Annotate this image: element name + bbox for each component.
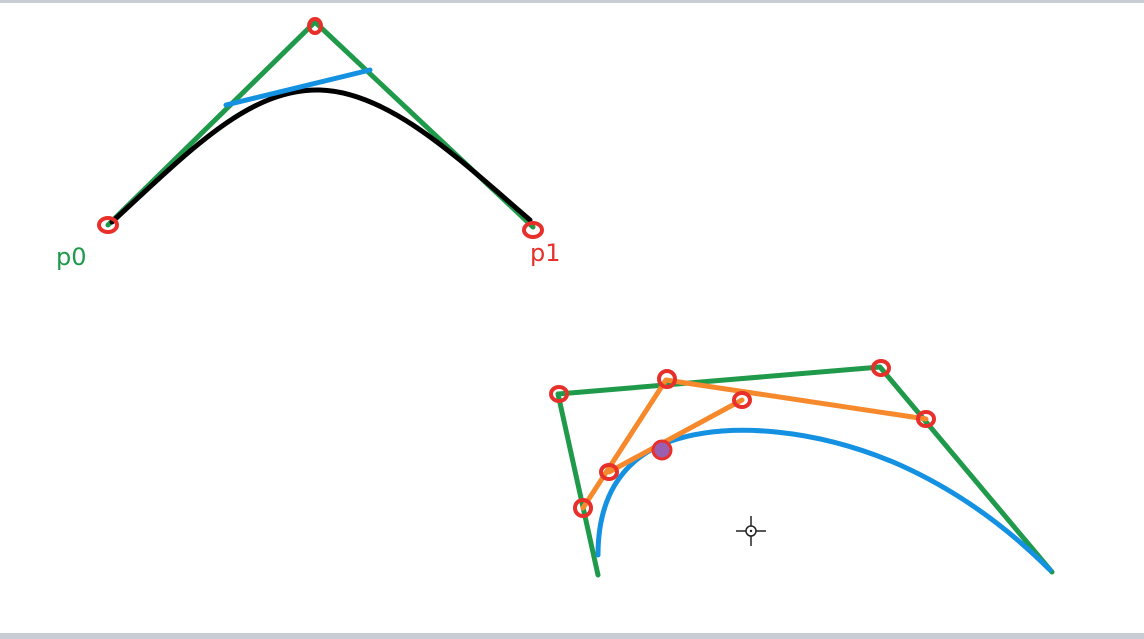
cubic-bezier-curve bbox=[595, 427, 1053, 573]
label-p1: p1 bbox=[530, 239, 561, 267]
first-level-lerp-lines bbox=[580, 377, 929, 511]
cubic-control-point-1 bbox=[549, 385, 569, 403]
cubic-lerp-point-top bbox=[657, 369, 677, 389]
top-border bbox=[0, 0, 1144, 3]
second-level-lerp-line bbox=[606, 397, 745, 475]
cubic-control-polygon bbox=[555, 364, 1055, 578]
cubic-lerp-point-left bbox=[573, 498, 593, 518]
bottom-border bbox=[0, 633, 1144, 639]
quadratic-lerp-line bbox=[223, 67, 373, 108]
label-p0: p0 bbox=[56, 243, 87, 271]
control-point-apex bbox=[307, 17, 323, 35]
cubic-bezier-figure bbox=[549, 359, 1055, 578]
cubic-lerp-point-middle bbox=[732, 391, 752, 409]
control-point-p1 bbox=[522, 221, 544, 239]
control-point-p0 bbox=[97, 216, 119, 234]
cubic-control-point-2 bbox=[871, 359, 891, 377]
quadratic-control-polygon bbox=[105, 19, 536, 230]
quadratic-bezier-figure bbox=[97, 17, 544, 239]
crosshair-move-icon bbox=[736, 516, 766, 546]
quadratic-bezier-curve bbox=[109, 87, 533, 225]
curve-point bbox=[651, 439, 673, 461]
cubic-lerp-point-inner bbox=[599, 463, 619, 481]
cubic-lerp-point-right bbox=[916, 410, 936, 428]
